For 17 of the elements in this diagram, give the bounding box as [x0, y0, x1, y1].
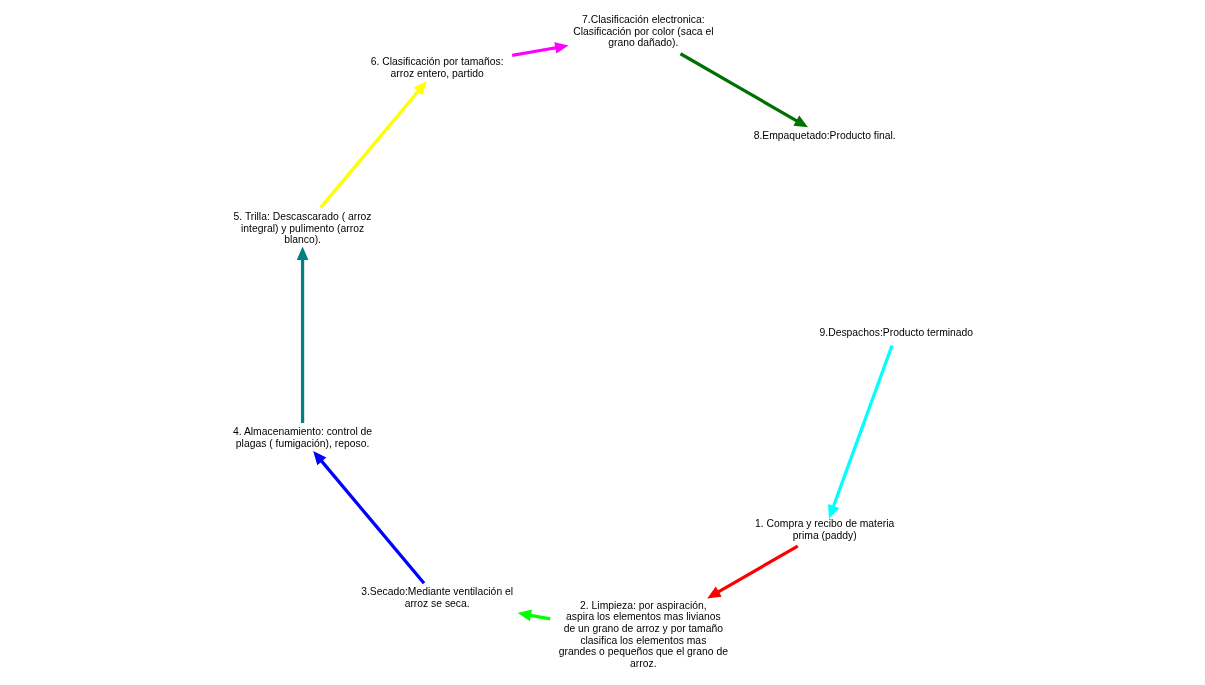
node-text: 9.Despachos:Producto terminado: [819, 327, 973, 339]
arrow: [296, 246, 308, 423]
arrow: [318, 81, 427, 209]
node-text: 1. Compra y recibo de materia prima (paddy): [754, 518, 894, 541]
node-text: 7.Clasificación electronica: Clasificación por color (saca el grano dañado).: [572, 14, 713, 49]
node-text: 4. Almacenamiento: control de plagas ( fumigación), reposo.: [232, 426, 372, 449]
node-text: 2. Limpieza: por aspiración, aspira los elementos mas livianos de un grano de arroz y por tamaño clasifica los elementos mas grandes o pequeños que el grano de arroz.: [558, 599, 728, 669]
node-text: 8.Empaquetado:Producto final.: [753, 130, 896, 142]
node-text: 6. Clasificación por tamaños: arroz entero, partido: [370, 56, 504, 79]
node-text: 3.Secado:Mediante ventilación el arroz se seca.: [360, 586, 513, 610]
arrow: [827, 344, 894, 519]
arrow: [511, 42, 569, 58]
arrow: [312, 451, 425, 585]
node-text: 5. Trilla: Descascarado ( arroz integral) y pulimento (arroz blanco).: [233, 210, 372, 246]
arrow: [517, 609, 550, 622]
arrow: [706, 544, 799, 599]
arrow: [679, 52, 808, 128]
